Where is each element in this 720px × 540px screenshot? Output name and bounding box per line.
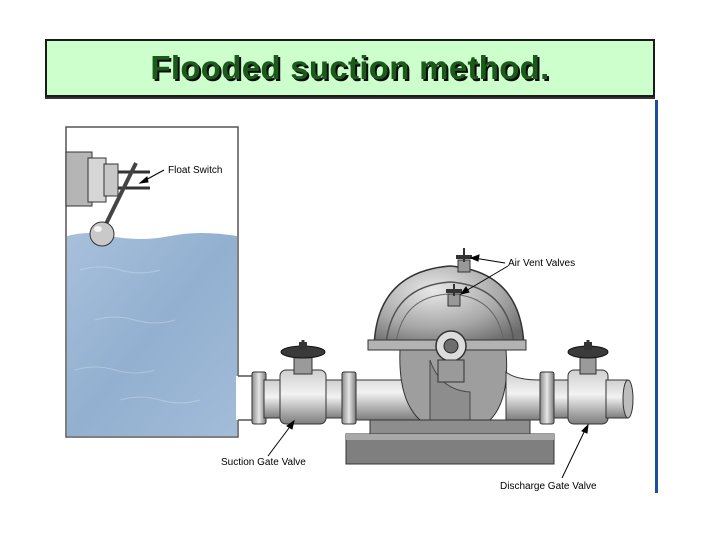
suction-gate-valve [279, 340, 327, 425]
water [67, 233, 237, 436]
discharge-valve-pointer [561, 427, 587, 479]
slide-title: Flooded suction method. [150, 49, 550, 86]
title-banner: Flooded suction method. [45, 39, 655, 97]
leader-lines [138, 169, 589, 479]
air-vent-pointer-lower [463, 265, 509, 293]
air-vent-pointer-upper [473, 257, 506, 264]
tank [65, 126, 258, 438]
discharge-pipe [505, 370, 569, 425]
discharge-gate-valve [567, 340, 634, 425]
right-border-line [655, 100, 658, 493]
pump-base [345, 419, 555, 465]
label-float-switch: Float Switch [168, 165, 222, 176]
air-vent-valves [446, 248, 472, 307]
label-suction-gate-valve: Suction Gate Valve [221, 457, 306, 468]
suction-valve-pointer [267, 423, 293, 457]
label-air-vent-valves: Air Vent Valves [508, 258, 575, 269]
label-discharge-gate-valve: Discharge Gate Valve [500, 481, 597, 492]
suction-flange [251, 371, 281, 425]
float-switch [65, 151, 150, 247]
pump-casing [367, 265, 527, 421]
